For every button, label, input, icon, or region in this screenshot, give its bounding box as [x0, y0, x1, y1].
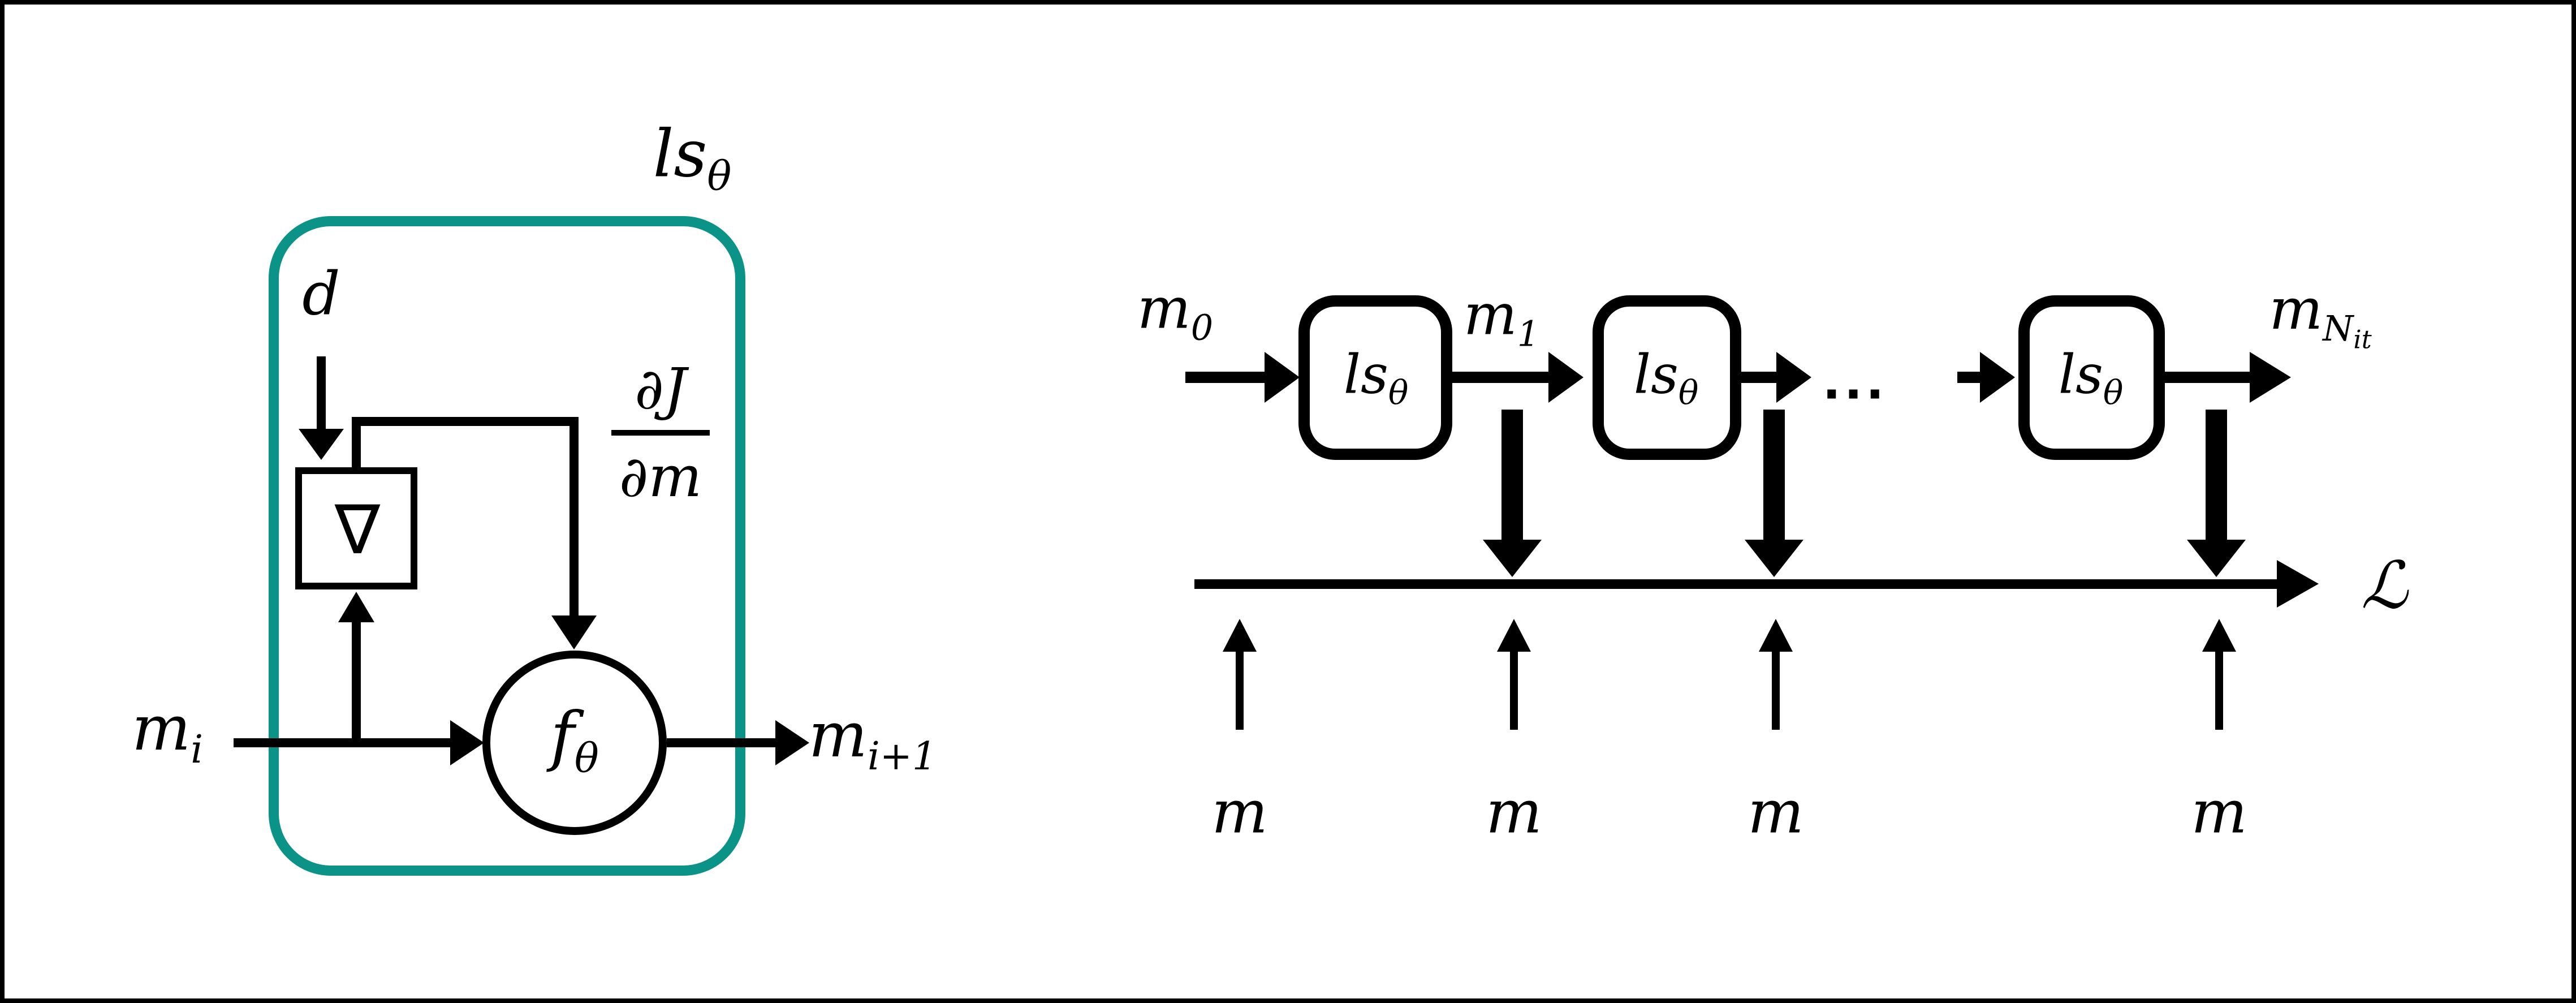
nabla-glyph: ∇ [334, 491, 381, 570]
m0-label: m0 [1137, 280, 1214, 348]
model-label-3-text: m [1747, 777, 1804, 847]
m1-label: m1 [1464, 286, 1540, 355]
model-label-1: m [1211, 782, 1268, 842]
mNit-sub-N: N [2323, 307, 2354, 349]
ellipsis-text: ... [1822, 354, 1888, 411]
ls-block-3-label: lsθ [2059, 348, 2124, 410]
mi1-label: mi+1 [809, 704, 937, 776]
mNit-base: m [2269, 275, 2323, 342]
left-title-base: ls [653, 116, 707, 192]
ls-block-1 [1298, 295, 1452, 460]
mNit-subsub-it: it [2353, 325, 2372, 355]
up2-shaft [1510, 649, 1518, 730]
model-label-1-text: m [1211, 777, 1268, 847]
chain-ellipsis: ... [1823, 359, 1888, 407]
ls-block-1-label: lsθ [1344, 348, 1409, 410]
loss-line-shaft [1194, 579, 2278, 589]
down2-shaft [1763, 410, 1785, 540]
down1-shaft [1501, 410, 1523, 540]
m1-base: m [1463, 281, 1517, 348]
ls1-base: ls [1343, 343, 1388, 406]
model-label-4-text: m [2191, 777, 2247, 847]
left-title-sub: θ [707, 152, 732, 200]
grad-up-arrow-head-icon [338, 592, 374, 622]
loss-line-head-right-icon [2277, 560, 2319, 608]
mi1-base: m [808, 698, 868, 771]
up4-head-icon [2202, 619, 2236, 652]
mi-sub: i [191, 727, 204, 772]
nabla-symbol: ∇ [335, 497, 380, 565]
ls3-sub: θ [2103, 373, 2124, 412]
gradient-box [295, 467, 417, 589]
f-sub: θ [574, 734, 599, 782]
loss-text: ℒ [2361, 548, 2408, 624]
fraction-bar [611, 430, 710, 436]
left-title-ls-theta: lsθ [653, 122, 732, 196]
ls-block-3 [2018, 295, 2165, 460]
mi1-line-shaft [667, 738, 775, 747]
ls-block-2 [1593, 295, 1741, 460]
up2-head-icon [1497, 619, 1531, 652]
up3-shaft [1772, 649, 1780, 730]
mi-base: m [131, 691, 191, 764]
down3-head-icon [2187, 540, 2246, 577]
m0-sub: 0 [1190, 307, 1214, 348]
d-arrow-head-down-icon [299, 429, 344, 460]
dm-text: ∂m [619, 444, 702, 510]
ls-theta-container-box [269, 216, 745, 876]
chain-conn2-shaft [1741, 372, 1776, 383]
fraction-denominator: ∂m [619, 449, 702, 505]
chain-out-head-right-icon [2250, 352, 2291, 403]
mi1-arrow-head-right-icon [775, 720, 809, 765]
mi-arrow-head-right-icon [450, 720, 484, 765]
down3-shaft [2206, 410, 2227, 540]
m1-sub: 1 [1517, 313, 1540, 355]
fraction-numerator: ∂J [635, 361, 687, 417]
up1-shaft [1236, 649, 1244, 730]
model-label-2-text: m [1486, 777, 1542, 847]
ls1-sub: θ [1388, 373, 1409, 412]
d-arrow-shaft [317, 356, 326, 429]
data-input-label: d [302, 264, 340, 324]
feedback-horizontal [352, 417, 579, 426]
dJ-text: ∂J [635, 356, 687, 422]
loss-label: ℒ [2361, 553, 2408, 619]
chain-conn3-head-right-icon [1980, 352, 2015, 403]
ls3-base: ls [2058, 343, 2103, 406]
model-label-4: m [2191, 782, 2247, 842]
m0-base: m [1137, 275, 1191, 342]
chain-conn1-shaft [1452, 372, 1548, 383]
data-input-text: d [302, 259, 340, 329]
feedback-stub-vertical [352, 421, 361, 467]
mNit-sub: Nit [2323, 307, 2371, 352]
down2-head-icon [1745, 540, 1803, 577]
mNit-label: mNit [2269, 281, 2371, 352]
chain-conn2-head-right-icon [1776, 352, 1811, 403]
ls-block-2-label: lsθ [1634, 348, 1699, 410]
chain-out-shaft [2165, 372, 2250, 383]
mi1-sub: i+1 [867, 734, 937, 779]
ls2-sub: θ [1678, 373, 1699, 412]
grad-up-arrow-shaft [352, 621, 361, 743]
up1-head-icon [1223, 619, 1257, 652]
function-label: fθ [550, 704, 599, 778]
feedback-vertical [569, 417, 579, 615]
mi-label: mi [132, 697, 203, 769]
f-base: f [550, 698, 575, 774]
chain-conn3-shaft [1957, 372, 1980, 383]
model-label-2: m [1486, 782, 1542, 842]
chain-in-head-right-icon [1265, 352, 1300, 403]
up3-head-icon [1759, 619, 1793, 652]
mi-line-shaft [234, 738, 451, 747]
down1-head-icon [1483, 540, 1542, 577]
chain-in-shaft [1185, 372, 1265, 383]
feedback-arrow-head-down-icon [551, 615, 597, 649]
ls2-base: ls [1633, 343, 1679, 406]
model-label-3: m [1747, 782, 1804, 842]
up4-shaft [2215, 649, 2223, 730]
chain-conn1-head-right-icon [1548, 352, 1583, 403]
